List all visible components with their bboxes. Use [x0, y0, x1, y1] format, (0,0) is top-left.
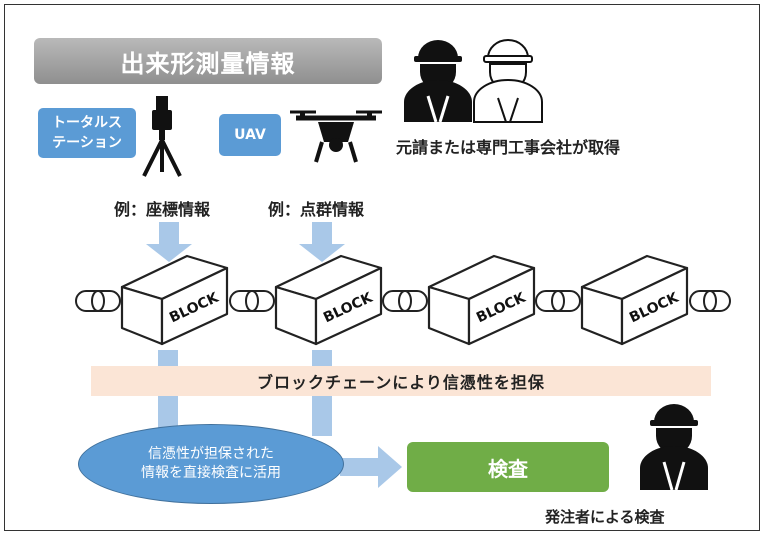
drone-icon	[290, 110, 382, 163]
worker-icon-subcontractor	[473, 39, 543, 123]
direct-use-ellipse: 信憑性が担保された 情報を直接検査に活用	[78, 424, 344, 504]
block-cube-4: BLOCK	[580, 254, 689, 346]
example-pointcloud-label: 例：点群情報	[268, 200, 365, 219]
total-station-icon	[142, 96, 182, 177]
arrow-total-station-down	[146, 222, 192, 262]
acquirer-label: 元請または専門工事会社が取得	[396, 138, 621, 157]
inspection-box: 検査	[407, 442, 609, 492]
worker-icon-inspector	[640, 404, 708, 491]
total-station-tag: トータルス テーション	[38, 108, 136, 158]
connector-left	[75, 290, 121, 312]
block-cube-3: BLOCK	[427, 254, 536, 346]
ellipse-line-1: 信憑性が担保された	[148, 446, 274, 462]
worker-icon-contractor	[404, 40, 472, 123]
chain-connectors	[75, 290, 731, 312]
connector-right	[689, 290, 731, 312]
connector-2-3	[382, 290, 428, 312]
diagram-frame	[4, 4, 760, 531]
block-cube-1: BLOCK	[120, 254, 229, 346]
arrow-to-inspection	[340, 446, 402, 488]
survey-info-title: 出来形測量情報	[34, 38, 382, 84]
connector-3-4	[535, 290, 581, 312]
ellipse-line-2: 情報を直接検査に活用	[141, 465, 281, 481]
example-coordinate-label: 例：座標情報	[114, 200, 211, 219]
uav-tag: UAV	[219, 114, 281, 156]
arrow-uav-down	[299, 222, 345, 262]
connector-1-2	[229, 290, 275, 312]
block-cube-2: BLOCK	[274, 254, 383, 346]
blockchain-guarantee-band: ブロックチェーンにより信憑性を担保	[91, 366, 711, 396]
inspector-label: 発注者による検査	[545, 508, 665, 526]
